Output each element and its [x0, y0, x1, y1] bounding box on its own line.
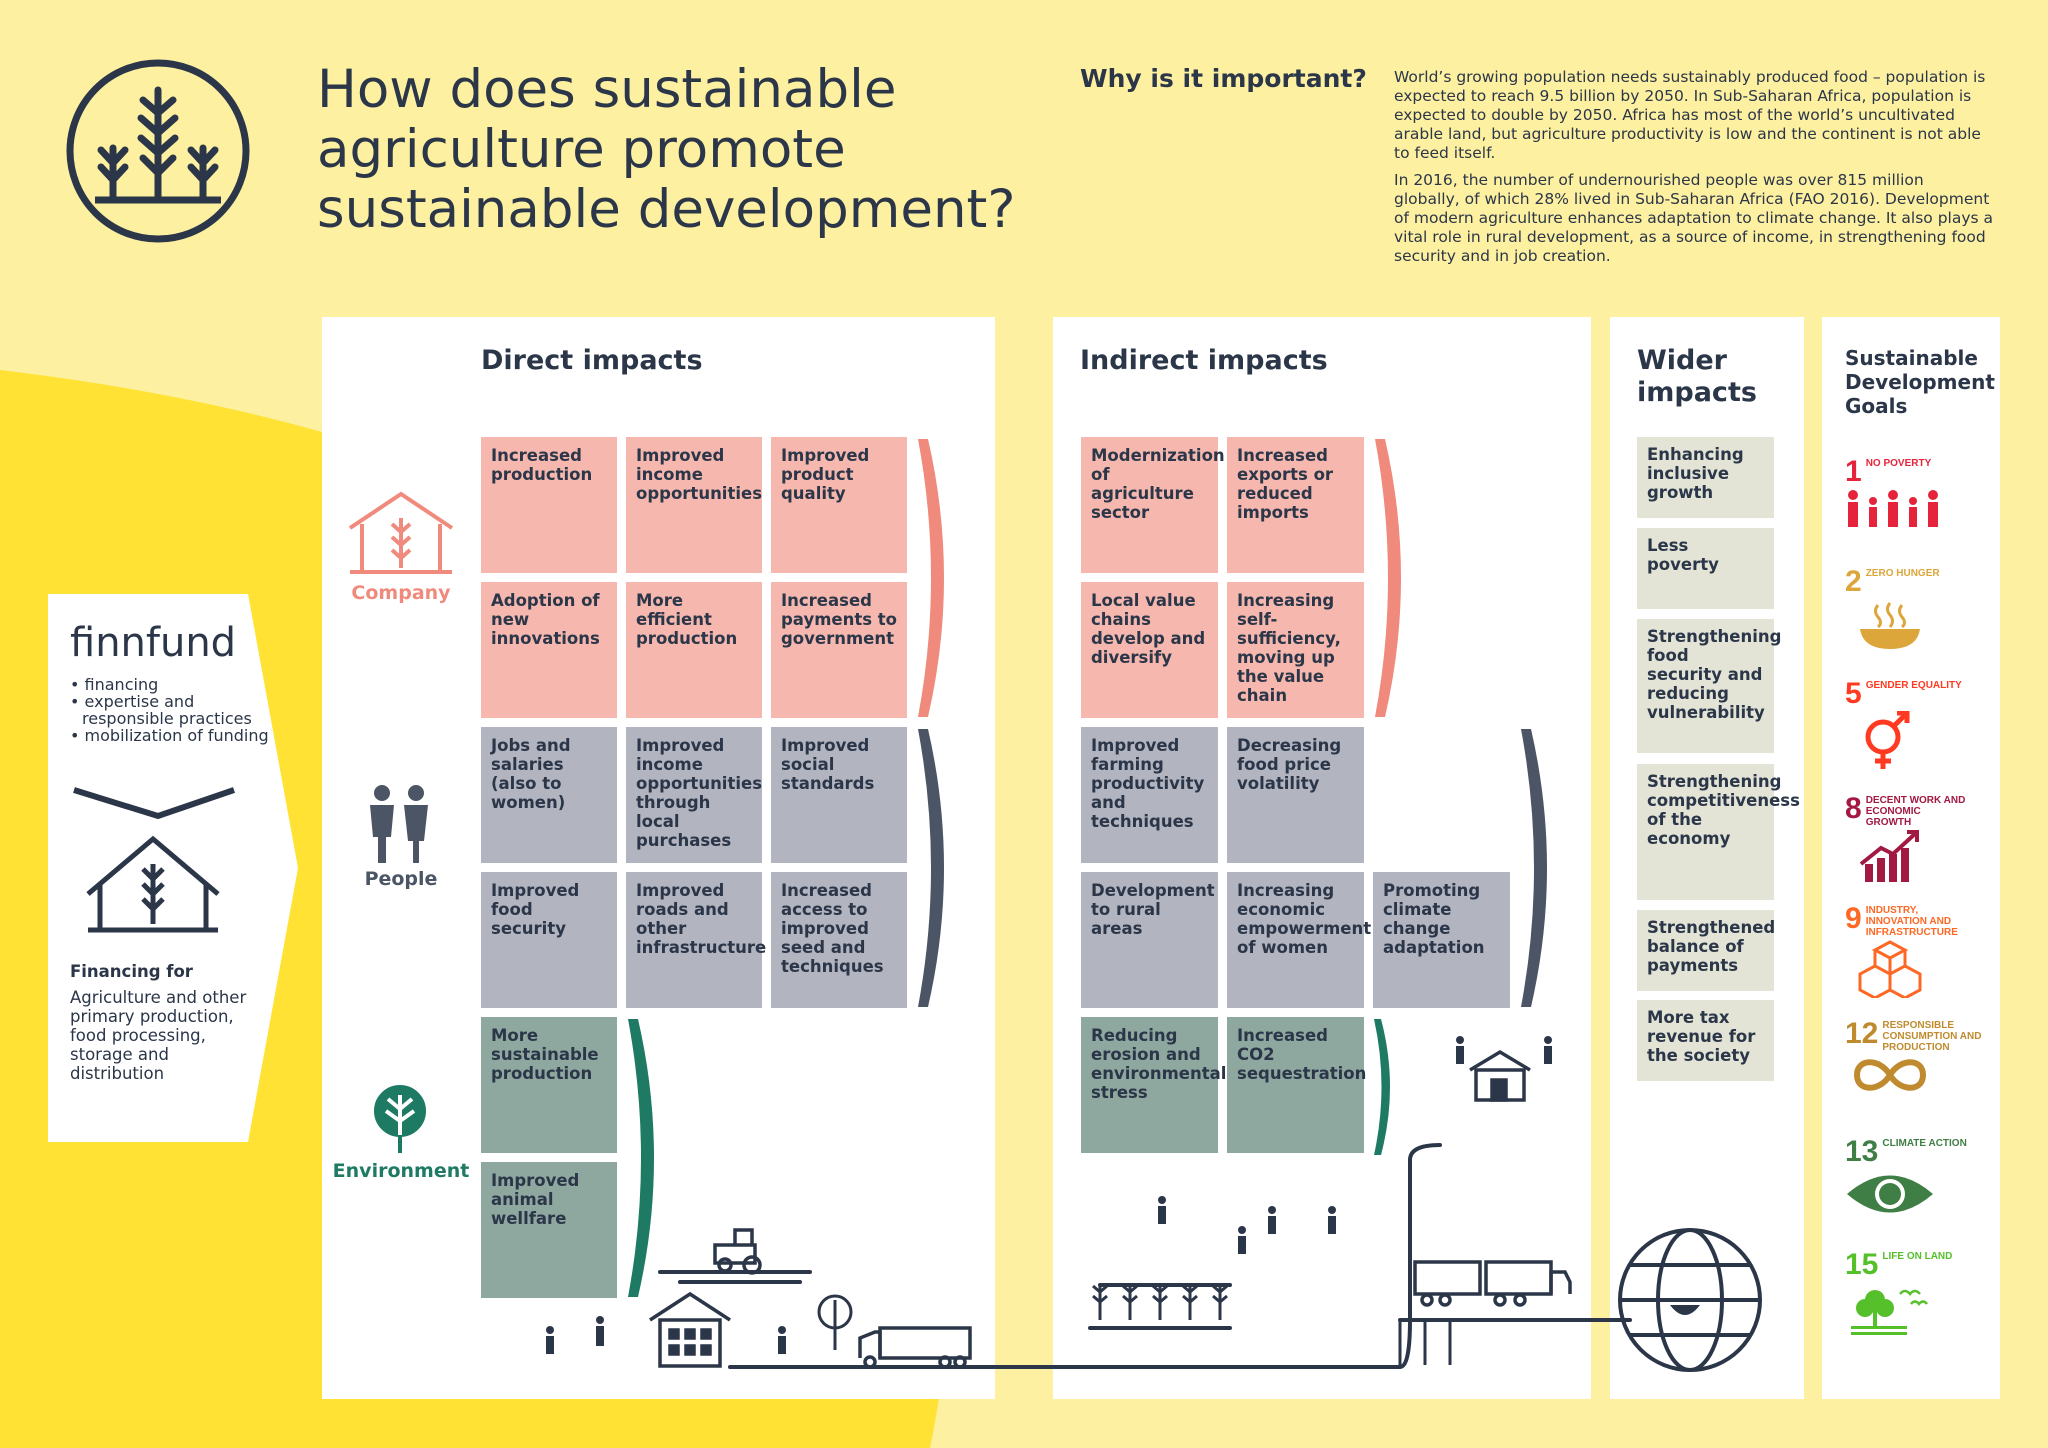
indirect-company-chevron: [1375, 439, 1401, 717]
growth-chart-icon: [1859, 830, 1919, 882]
eye-globe-icon: [1847, 1175, 1933, 1213]
finnfund-name: finnfund: [70, 620, 237, 666]
tree-icon: [374, 1085, 426, 1153]
finnfund-bullets: • financing • expertise and responsible …: [70, 676, 270, 744]
indirect-people-box: Promoting climate change adaptation: [1373, 872, 1510, 1008]
direct-environment-box: More sustainable production: [481, 1017, 617, 1153]
people-icon: [370, 785, 428, 863]
wider-impact-box: Strengthened balance of payments: [1637, 910, 1775, 991]
wider-impact-box: Enhancing inclusive growth: [1637, 437, 1774, 518]
indirect-people-box: Increasing economic empowerment of women: [1227, 872, 1371, 1008]
indirect-company-box: Increased exports or reduced imports: [1227, 437, 1364, 573]
financing-for-heading: Financing for: [70, 962, 193, 981]
value-chain-illustration: [546, 1036, 1762, 1372]
finnfund-bullet: • financing: [70, 675, 159, 694]
indirect-environment-box: Reducing erosion and environmental stres…: [1081, 1017, 1226, 1153]
direct-people-box: Improved roads and other infrastructure: [626, 872, 766, 1008]
indirect-impacts-title: Indirect impacts: [1080, 345, 1328, 376]
direct-company-box: Improved product quality: [771, 437, 907, 573]
tractor-icon: [713, 1228, 762, 1275]
direct-people-box: Improved food security: [481, 872, 617, 1008]
direct-company-box: More efficient production: [626, 582, 762, 718]
farm-house-icon: [1469, 1049, 1531, 1102]
why-text: World’s growing population needs sustain…: [1394, 68, 1994, 274]
direct-company-box: Increased payments to government: [771, 582, 907, 718]
row-label-people: People: [364, 868, 438, 890]
gender-icon: [1865, 711, 1910, 769]
wheat-field: [1092, 1284, 1452, 1365]
cubes-icon: [1858, 940, 1922, 998]
why-paragraph-1: World’s growing population needs sustain…: [1394, 68, 1986, 162]
direct-company-box: Adoption of new innovations: [481, 582, 617, 718]
indirect-people-box: Improved farming productivity and techni…: [1081, 727, 1218, 863]
why-paragraph-2: In 2016, the number of undernourished pe…: [1394, 171, 1994, 265]
bowl-icon: [1860, 602, 1920, 649]
sdg-title: Sustainable Development Goals: [1845, 346, 1995, 418]
food-bowl-icon: [1670, 1305, 1700, 1315]
indirect-people-box: Development to rural areas: [1081, 872, 1218, 1008]
company-house-icon: [348, 491, 454, 574]
direct-people-box: Improved social standards: [771, 727, 907, 863]
finnfund-card: [48, 594, 298, 1142]
indirect-company-box: Increasing self-sufficiency, moving up t…: [1227, 582, 1364, 718]
indirect-environment-chevron: [1374, 1019, 1390, 1155]
wheat-logo-icon: [66, 59, 250, 243]
family-icon: [1848, 490, 1938, 527]
wider-impact-box: Strengthening competitiveness of the eco…: [1637, 764, 1800, 900]
direct-impacts-title: Direct impacts: [481, 345, 703, 376]
wider-impact-box: More tax revenue for the society: [1637, 1000, 1774, 1081]
direct-company-chevron: [918, 439, 944, 717]
truck-icon: [858, 1326, 972, 1369]
people-silhouettes: [546, 1036, 1552, 1354]
double-truck-icon: [1413, 1260, 1572, 1307]
direct-company-box: Improved income opportunities: [626, 437, 762, 573]
finnfund-bullet: • mobilization of funding: [70, 726, 269, 745]
wider-impact-box: Strengthening food security and reducing…: [1637, 619, 1781, 753]
direct-people-box: Improved income opportunities through lo…: [626, 727, 762, 863]
direct-people-chevron: [918, 729, 944, 1007]
tree-icon: [817, 1294, 853, 1350]
direct-company-box: Increased production: [481, 437, 617, 573]
row-label-environment: Environment: [332, 1160, 470, 1182]
indirect-people-box: Decreasing food price volatility: [1227, 727, 1364, 863]
wider-impact-box: Less poverty: [1637, 528, 1774, 609]
financing-for-text: Agriculture and other primary production…: [70, 988, 247, 1083]
direct-environment-chevron: [628, 1019, 654, 1297]
indirect-environment-box: Increased CO2 sequestration: [1227, 1017, 1366, 1153]
direct-environment-box: Improved animal wellfare: [481, 1162, 617, 1298]
globe-icon: [1618, 1228, 1762, 1372]
why-heading: Why is it important?: [1080, 64, 1367, 93]
direct-people-box: Jobs and salaries (also to women): [481, 727, 617, 863]
indirect-company-box: Modernization of agriculture sector: [1081, 437, 1225, 573]
wheat-logo: [65, 58, 251, 244]
tree-birds-icon: [1851, 1289, 1928, 1335]
indirect-company-box: Local value chains develop and diversify: [1081, 582, 1218, 718]
indirect-people-chevron: [1521, 729, 1547, 1007]
factory-icon: [649, 1291, 731, 1368]
direct-people-box: Increased access to improved seed and te…: [771, 872, 907, 1008]
wider-impacts-title: Wider impacts: [1637, 345, 1757, 408]
infinity-icon: [1853, 1059, 1927, 1091]
page-title: How does sustainable agriculture promote…: [317, 59, 1016, 240]
finnfund-bullet: • expertise and responsible practices: [70, 692, 252, 728]
row-label-company: Company: [351, 582, 451, 604]
